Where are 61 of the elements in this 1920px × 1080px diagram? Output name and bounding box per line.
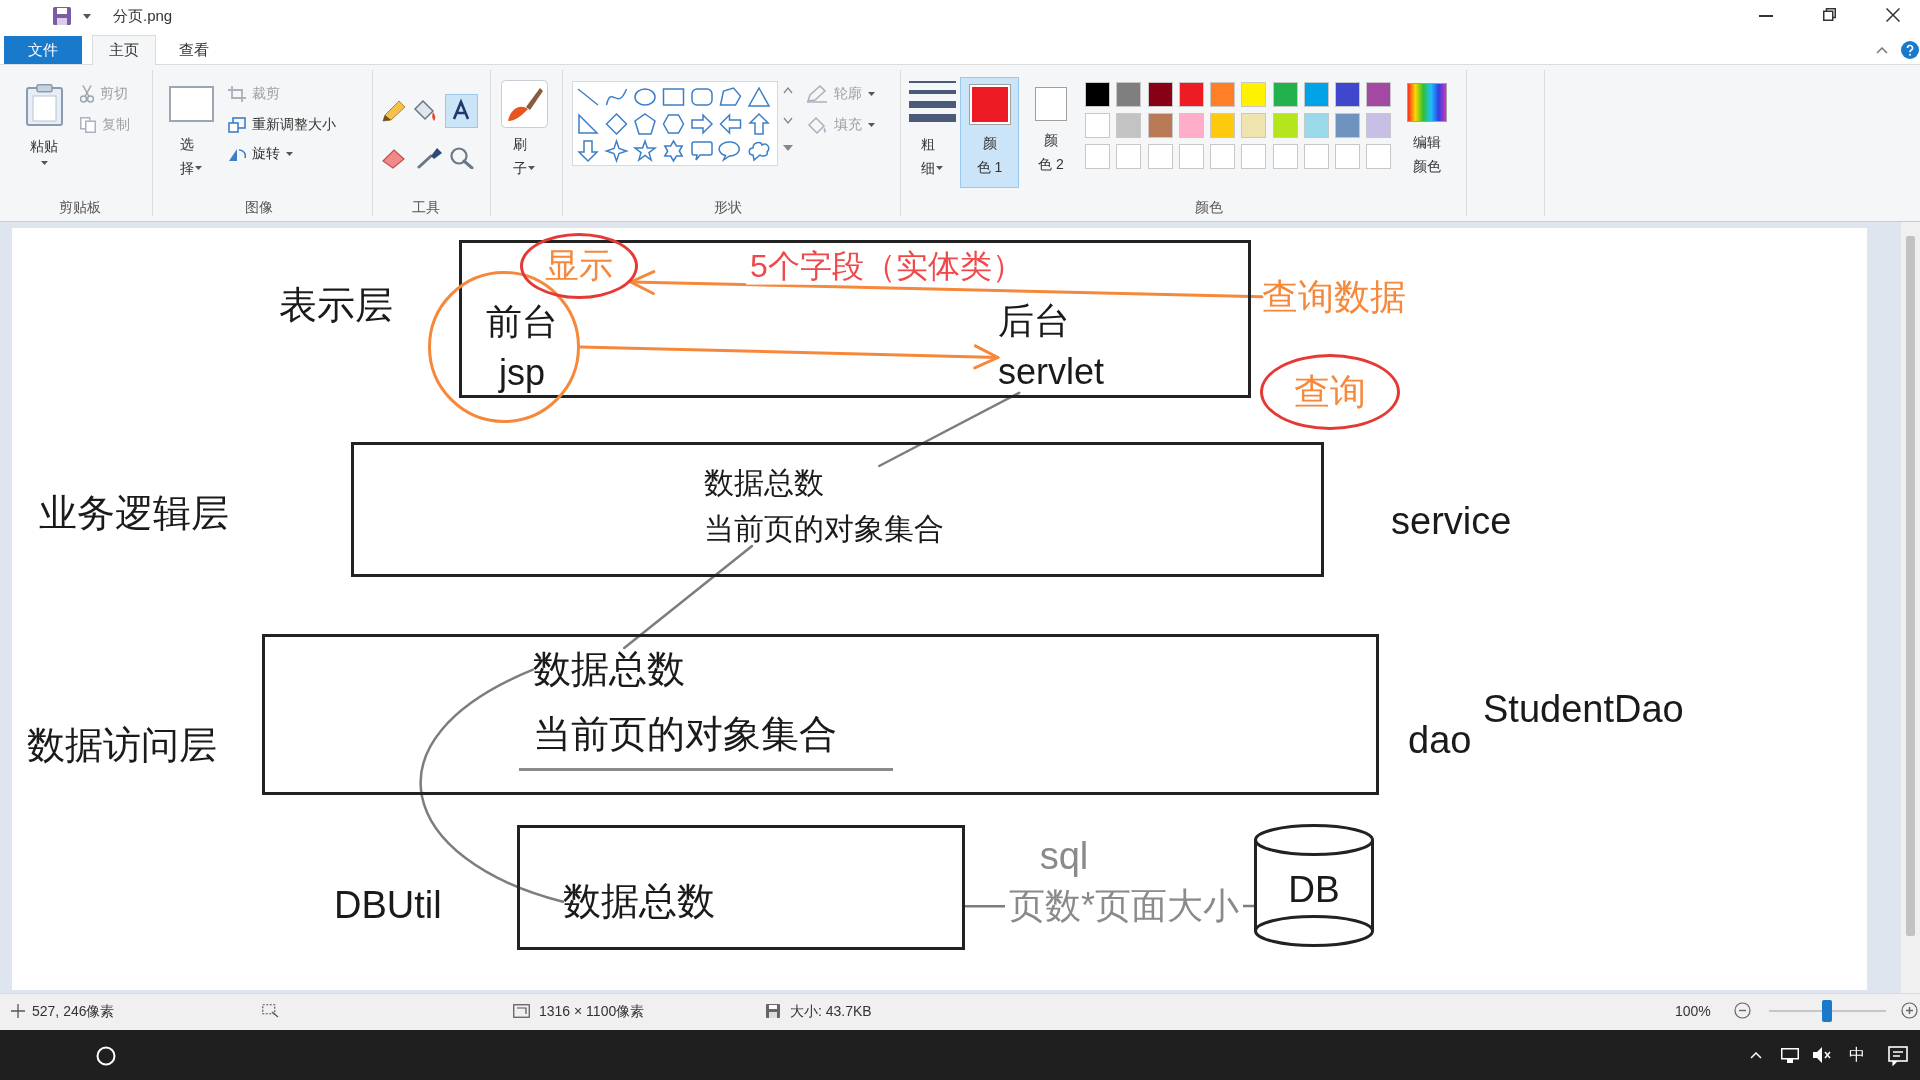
color-1-button: 颜色 1 [960,77,1019,188]
command-label: 裁剪 [252,85,280,103]
side-label: 数据访问层 [27,724,217,768]
command-label: 剪切 [100,85,128,103]
command-label: 颜色 2 [1037,131,1065,174]
arrow [629,270,1264,299]
file-tab: 文件 [4,36,82,64]
command-label: 复制 [102,116,130,134]
window-title: 分页.png [113,7,173,25]
side-label: service [1391,500,1512,544]
node-label: 当前页的对象集合 [533,712,837,757]
command-label: 选择 [179,135,195,178]
node-label: 数据总数 [704,466,824,501]
status-text: 1316 × 1100像素 [539,1002,645,1020]
side-label: dao [1408,719,1472,763]
command-label: 粗细 [920,135,936,178]
edge-label: 页数*页面大小 [1005,885,1243,927]
node-label: 数据总数 [563,880,715,924]
arrow [578,344,1000,370]
side-label: StudentDao [1483,688,1684,732]
group-label: 剪贴板 [59,198,101,216]
node-label: 后台 [998,300,1070,342]
group-label: 图像 [245,198,273,216]
command-label: 刷子 [512,135,528,178]
command-label: 重新调整大小 [252,116,336,134]
node-label: 查询 [1294,371,1366,413]
command-label: 旋转 [252,145,280,163]
connector-line [419,668,565,904]
annotation-text: sql [1039,835,1089,879]
side-label: 业务逻辑层 [39,492,229,536]
command-label: 粘贴 [29,137,59,156]
command-label: 填充 [834,116,862,134]
node-label: 显示 [545,246,613,286]
node-label: servlet [998,351,1105,393]
status-text: 大小: 43.7KB [790,1002,872,1020]
connector-line [877,391,1021,468]
command-label: 轮廓 [834,85,862,103]
command-label: 编辑颜色 [1412,133,1442,176]
tab-label: 查看 [178,39,210,60]
group-label: 工具 [412,198,440,216]
home-tab: 主页 [92,35,156,65]
node-label: jsp [499,352,545,394]
language-indicator: 中 [1849,1045,1865,1065]
layer-box [459,240,1251,398]
node-label: 数据总数 [533,648,685,692]
highlight-ellipse [1260,354,1400,430]
status-text: 100% [1675,1002,1711,1020]
layer-box [262,634,1379,795]
group-label: 颜色 [1195,198,1223,216]
layer-box [517,825,965,950]
side-label: DBUtil [334,884,442,928]
connector-line [622,544,754,650]
layer-box [351,442,1324,577]
status-text: 527, 246像素 [32,1002,115,1020]
group-label: 形状 [714,198,742,216]
node-label: 当前页的对象集合 [704,511,944,546]
node-label: 查询数据 [1262,276,1406,318]
node-label: DB [1288,869,1340,912]
layer-label: 表示层 [279,284,393,328]
node-label: 前台 [486,300,558,342]
highlight-ellipse [520,233,638,299]
